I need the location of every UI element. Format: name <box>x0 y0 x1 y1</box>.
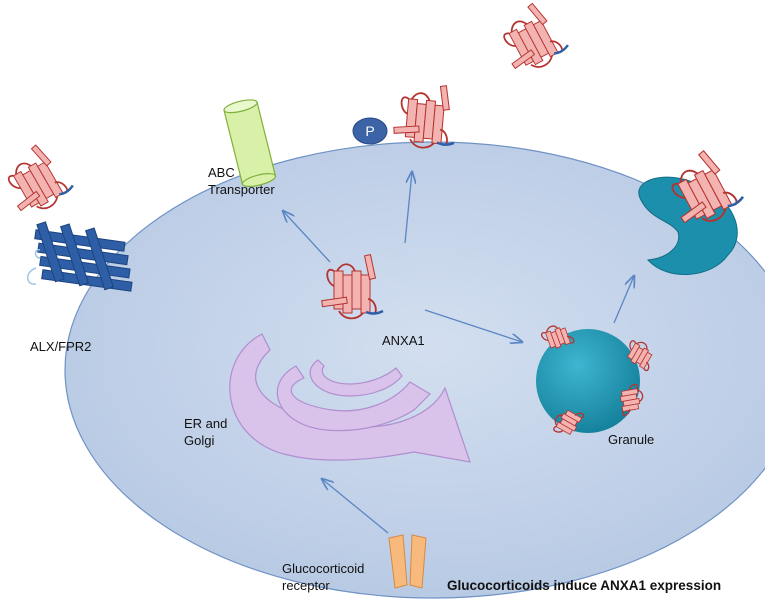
granule-label: Granule <box>608 432 655 447</box>
phosphate-icon <box>352 117 388 145</box>
phosphate-label: P <box>365 123 374 139</box>
anxa1-extracellular-icon <box>490 0 573 80</box>
anxa1-bound-receptor-icon <box>0 137 78 222</box>
er-golgi-icon <box>229 333 471 463</box>
granule-icon <box>536 329 640 433</box>
diagram-caption: Glucocorticoids induce ANXA1 expression <box>447 578 722 593</box>
arrow-to-abc-transporter <box>283 211 331 263</box>
anxa1-phosphorylated-icon <box>391 80 461 152</box>
arrow-granule-to-membrane <box>613 276 634 324</box>
abc-transporter-icon <box>223 99 277 187</box>
alx-fpr2-receptor-icon <box>27 221 133 292</box>
abc-transporter-label: ABC Transporter <box>208 165 275 197</box>
anxa1-label: ANXA1 <box>382 333 425 348</box>
arrow-to-phosphorylation <box>404 172 412 244</box>
alx-fpr2-label: ALX/FPR2 <box>30 339 92 354</box>
arrow-receptor-to-er <box>322 479 389 534</box>
er-golgi-label: ER and Golgi <box>184 416 228 448</box>
glucocorticoid-receptor-icon <box>388 534 427 589</box>
glucocorticoid-receptor-label: Glucocorticoid receptor <box>282 561 365 593</box>
arrow-to-granule <box>424 309 522 342</box>
pathway-arrows <box>283 172 634 534</box>
